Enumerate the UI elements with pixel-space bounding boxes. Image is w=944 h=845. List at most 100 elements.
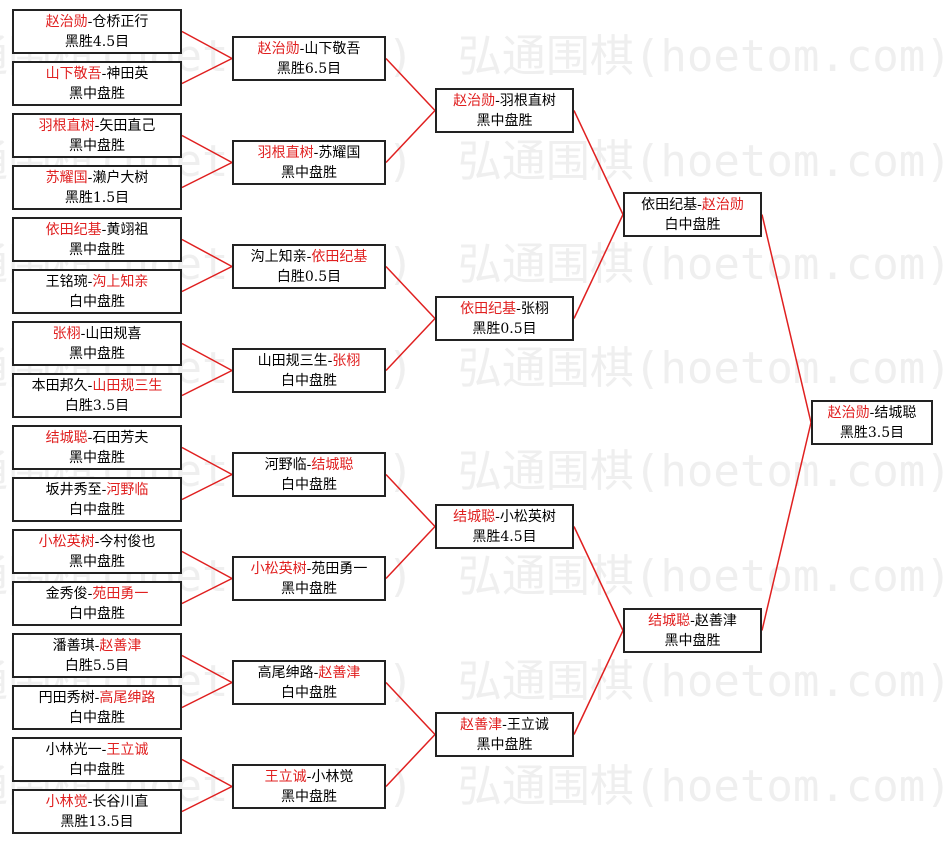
- match-players: 赵治勋-仓桥正行: [14, 12, 180, 32]
- winner-name: 赵善津: [99, 638, 142, 654]
- connector-line: [385, 681, 436, 736]
- separator-dash: -: [87, 586, 93, 602]
- player-name: 王铭琬: [45, 274, 88, 290]
- separator-dash: -: [690, 613, 695, 629]
- separator-dash: -: [101, 482, 107, 498]
- separator-dash: -: [87, 14, 93, 30]
- winner-name: 苑田勇一: [92, 586, 149, 602]
- match-result: 黑胜4.5目: [472, 529, 537, 545]
- match-players: 羽根直树-矢田直己: [14, 116, 180, 136]
- connector-line: [181, 473, 233, 501]
- separator-dash: -: [87, 274, 93, 290]
- separator-dash: -: [306, 457, 312, 473]
- player-name: 金秀俊: [45, 586, 88, 602]
- connector-line: [573, 214, 624, 319]
- player-name: 高尾绅路: [257, 665, 314, 681]
- match-box: 沟上知亲-依田纪基白胜0.5目: [232, 244, 386, 289]
- winner-name: 赵治勋: [45, 14, 88, 30]
- player-name: 依田纪基: [641, 197, 698, 213]
- player-name: 小林觉: [311, 769, 354, 785]
- connector-line: [761, 214, 812, 423]
- winner-name: 张栩: [52, 326, 81, 342]
- match-players: 结城聪-赵善津: [625, 611, 760, 631]
- winner-name: 小松英树: [38, 534, 95, 550]
- match-players: 円田秀树-高尾绅路: [14, 688, 180, 708]
- connector-line: [181, 681, 233, 709]
- match-result: 白胜5.5目: [64, 658, 130, 674]
- winner-name: 山下敬吾: [45, 66, 102, 82]
- separator-dash: -: [80, 326, 86, 342]
- player-name: 濑户大树: [92, 170, 149, 186]
- match-box: 赵治勋-仓桥正行黑胜4.5目: [12, 9, 182, 54]
- match-box: 小松英树-苑田勇一黑中盘胜: [232, 556, 386, 601]
- match-box: 赵治勋-羽根直树黑中盘胜: [435, 88, 574, 133]
- separator-dash: -: [313, 665, 319, 681]
- match-result: 黑中盘胜: [476, 737, 533, 753]
- player-name: 羽根直树: [499, 93, 556, 109]
- player-name: 赵善津: [694, 613, 737, 629]
- connector-line: [181, 654, 233, 684]
- winner-name: 结城聪: [648, 613, 691, 629]
- connector-line: [181, 550, 233, 580]
- winner-name: 赵治勋: [257, 41, 300, 57]
- separator-dash: -: [495, 93, 500, 109]
- match-players: 结城聪-小松英树: [437, 507, 572, 527]
- match-box: 坂井秀至-河野临白中盘胜: [12, 477, 182, 522]
- separator-dash: -: [306, 769, 312, 785]
- match-players: 苏耀国-濑户大树: [14, 168, 180, 188]
- match-box: 赵善津-王立诚黑中盘胜: [435, 712, 574, 757]
- match-box: 王立诚-小林觉黑中盘胜: [232, 764, 386, 809]
- winner-name: 赵治勋: [453, 93, 496, 109]
- player-name: 长谷川直: [92, 794, 149, 810]
- connector-line: [181, 265, 233, 293]
- winner-name: 王立诚: [264, 769, 307, 785]
- match-players: 依田纪基-张栩: [437, 299, 572, 319]
- player-name: 今村俊也: [99, 534, 156, 550]
- winner-name: 结城聪: [453, 509, 496, 525]
- separator-dash: -: [516, 301, 521, 317]
- match-players: 王立诚-小林觉: [234, 767, 384, 787]
- match-result: 黑中盘胜: [281, 789, 337, 805]
- match-players: 小林觉-长谷川直: [14, 792, 180, 812]
- winner-name: 赵治勋: [827, 405, 870, 421]
- separator-dash: -: [299, 41, 305, 57]
- match-players: 沟上知亲-依田纪基: [234, 247, 384, 267]
- separator-dash: -: [87, 430, 93, 446]
- match-box: 王铭琬-沟上知亲白中盘胜: [12, 269, 182, 314]
- match-box: 依田纪基-张栩黑胜0.5目: [435, 296, 574, 341]
- match-result: 黑胜3.5目: [839, 425, 905, 441]
- match-box: 山下敬吾-神田英黑中盘胜: [12, 61, 182, 106]
- match-players: 赵治勋-羽根直树: [437, 91, 572, 111]
- connector-line: [385, 473, 436, 528]
- separator-dash: -: [94, 118, 100, 134]
- player-name: 王立诚: [506, 717, 549, 733]
- match-box: 山田规三生-张栩白中盘胜: [232, 348, 386, 393]
- player-name: 张栩: [520, 301, 549, 317]
- winner-name: 依田纪基: [311, 249, 368, 265]
- match-box: 本田邦久-山田规三生白胜3.5目: [12, 373, 182, 418]
- match-result: 黑中盘胜: [69, 138, 125, 154]
- separator-dash: -: [101, 742, 107, 758]
- match-result: 白中盘胜: [664, 217, 721, 233]
- separator-dash: -: [327, 353, 333, 369]
- match-result: 白中盘胜: [69, 762, 125, 778]
- match-players: 本田邦久-山田规三生: [14, 376, 180, 396]
- match-result: 白中盘胜: [69, 710, 125, 726]
- connector-line: [385, 265, 436, 320]
- match-result: 白胜0.5目: [276, 269, 342, 285]
- match-result: 白中盘胜: [281, 477, 337, 493]
- winner-name: 王立诚: [106, 742, 149, 758]
- match-players: 王铭琬-沟上知亲: [14, 272, 180, 292]
- match-players: 金秀俊-苑田勇一: [14, 584, 180, 604]
- match-players: 坂井秀至-河野临: [14, 480, 180, 500]
- winner-name: 沟上知亲: [92, 274, 149, 290]
- match-result: 白胜3.5目: [64, 398, 130, 414]
- match-box: 结城聪-石田芳夫黑中盘胜: [12, 425, 182, 470]
- match-players: 小林光一-王立诚: [14, 740, 180, 760]
- match-result: 黑胜4.5目: [64, 34, 130, 50]
- separator-dash: -: [306, 561, 312, 577]
- connector-line: [573, 110, 624, 215]
- match-result: 黑中盘胜: [69, 242, 125, 258]
- winner-name: 结城聪: [311, 457, 354, 473]
- winner-name: 高尾绅路: [99, 690, 156, 706]
